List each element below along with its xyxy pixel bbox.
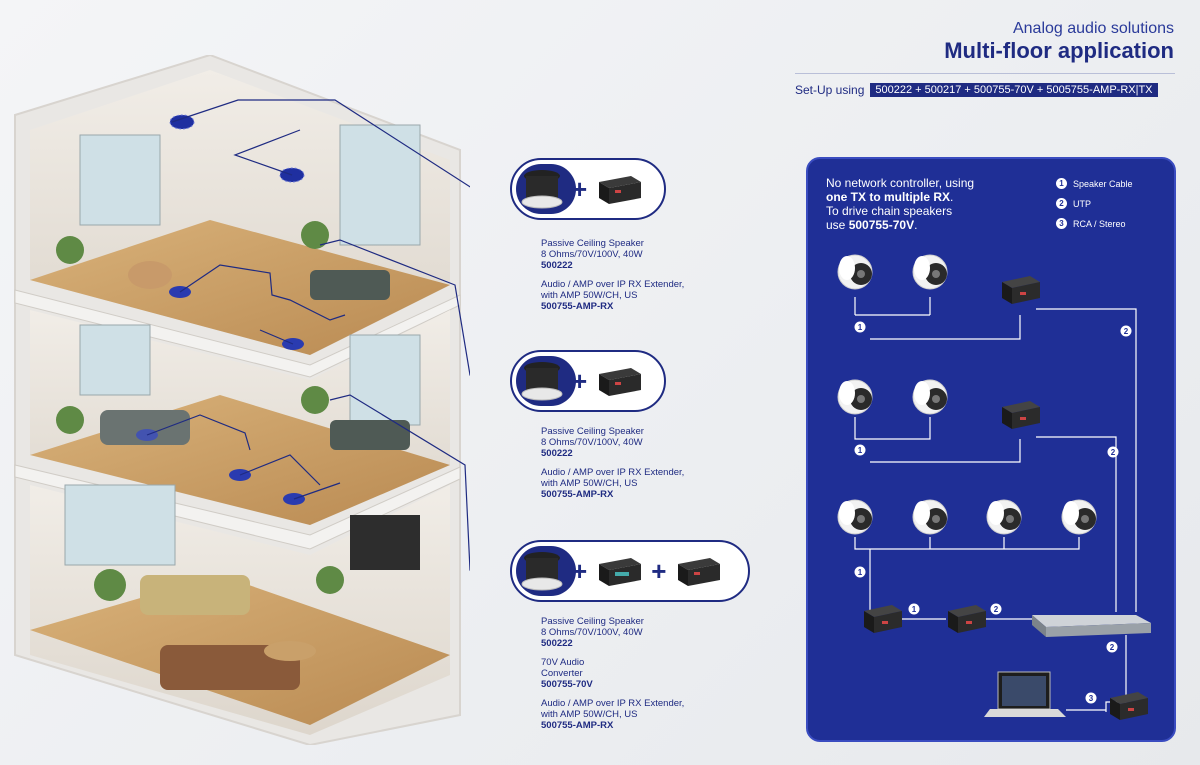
plus-sign: +	[572, 365, 588, 396]
rx-extender-icon	[948, 605, 986, 633]
svg-text:1: 1	[858, 323, 863, 332]
amp-rx-extender-icon	[599, 176, 642, 204]
setup-label: Set-Up using	[795, 83, 865, 97]
floor3-description: Passive Ceiling Speaker 8 Ohms/70V/100V,…	[541, 616, 684, 731]
svg-text:1: 1	[858, 446, 863, 455]
speaker-icon	[912, 379, 948, 415]
header-subtitle: Analog audio solutions	[1012, 20, 1174, 37]
rx-extender-icon	[1002, 401, 1040, 429]
floor3-product-pill: + +	[510, 540, 750, 602]
amp-rx-extender-icon	[599, 368, 642, 396]
desc-line: Passive Ceiling Speaker	[541, 238, 644, 249]
desc-line: Audio / AMP over IP RX Extender,	[541, 467, 685, 478]
svg-text:2: 2	[1110, 643, 1115, 652]
wire-label: 1	[854, 444, 866, 456]
svg-text:2: 2	[994, 605, 999, 614]
desc-line: Converter	[541, 668, 583, 679]
desc-line: Passive Ceiling Speaker	[541, 426, 644, 437]
desc-line: with AMP 50W/CH, US	[541, 290, 638, 301]
desc-line: 70V Audio	[541, 657, 585, 668]
speaker-icon	[1061, 499, 1097, 535]
plus-sign: +	[651, 555, 667, 586]
wire-label: 2	[1106, 641, 1118, 653]
desc-line: 8 Ohms/70V/100V, 40W	[541, 249, 643, 260]
ceiling-speaker-icon	[521, 552, 563, 591]
ceiling-speaker-icon	[521, 362, 563, 401]
tx-extender-icon	[1110, 692, 1148, 720]
rx-extender-icon	[1002, 276, 1040, 304]
panel-description: No network controller, using one TX to m…	[826, 176, 1026, 232]
house-cutaway-illustration	[14, 55, 470, 745]
wire-label: 1	[854, 321, 866, 333]
desc-line: with AMP 50W/CH, US	[541, 709, 638, 720]
svg-text:1: 1	[912, 605, 917, 614]
header-divider	[795, 73, 1175, 74]
network-switch-icon	[1032, 615, 1151, 637]
setup-codes: 500222 + 500217 + 500755-70V + 5005755-A…	[870, 83, 1158, 97]
svg-text:1: 1	[858, 568, 863, 577]
wire-label: 3	[1085, 692, 1097, 704]
laptop-icon	[984, 671, 1066, 717]
speaker-icon	[912, 254, 948, 290]
speaker-icon	[837, 254, 873, 290]
wire-label: 2	[1120, 325, 1132, 337]
panel-line: one TX to multiple RX.	[826, 190, 954, 204]
floor1-description: Passive Ceiling Speaker 8 Ohms/70V/100V,…	[541, 238, 684, 312]
wiring-schematic: 1 2 1 2 1 1 2 2 3	[837, 254, 1151, 720]
product-code: 500755-AMP-RX	[541, 301, 614, 312]
desc-line: with AMP 50W/CH, US	[541, 478, 638, 489]
wire-label: 1	[854, 566, 866, 578]
page-title: Multi-floor application	[944, 38, 1174, 63]
svg-text:2: 2	[1124, 327, 1129, 336]
product-code: 500755-70V	[541, 679, 593, 690]
desc-line: 8 Ohms/70V/100V, 40W	[541, 627, 643, 638]
svg-text:3: 3	[1089, 694, 1094, 703]
desc-line: Passive Ceiling Speaker	[541, 616, 644, 627]
wire-label: 2	[990, 603, 1002, 615]
desc-line: 8 Ohms/70V/100V, 40W	[541, 437, 643, 448]
plus-sign: +	[572, 173, 588, 204]
floor2-description: Passive Ceiling Speaker 8 Ohms/70V/100V,…	[541, 426, 684, 500]
product-code: 500755-AMP-RX	[541, 720, 614, 731]
svg-text:2: 2	[1111, 448, 1116, 457]
product-code: 500222	[541, 448, 573, 459]
product-code: 500755-AMP-RX	[541, 489, 614, 500]
setup-line: Set-Up using 500222 + 500217 + 500755-70…	[795, 83, 1158, 97]
desc-line: Audio / AMP over IP RX Extender,	[541, 279, 685, 290]
panel-line: use 500755-70V.	[826, 218, 918, 232]
amp-rx-extender-icon	[678, 558, 721, 586]
floor2-product-pill: +	[510, 350, 666, 412]
panel-line: To drive chain speakers	[826, 204, 953, 218]
audio-converter-icon	[599, 558, 642, 586]
product-code: 500222	[541, 638, 573, 649]
wire-label: 2	[1107, 446, 1119, 458]
ceiling-speaker-icon	[521, 170, 563, 209]
panel-line: No network controller, using	[826, 176, 975, 190]
product-code: 500222	[541, 260, 573, 271]
speaker-icon	[986, 499, 1022, 535]
wire-label: 1	[908, 603, 920, 615]
speaker-icon	[837, 499, 873, 535]
speaker-icon	[837, 379, 873, 415]
desc-line: Audio / AMP over IP RX Extender,	[541, 698, 685, 709]
plus-sign: +	[572, 555, 588, 586]
floor1-product-pill: +	[510, 158, 666, 220]
speaker-icon	[912, 499, 948, 535]
